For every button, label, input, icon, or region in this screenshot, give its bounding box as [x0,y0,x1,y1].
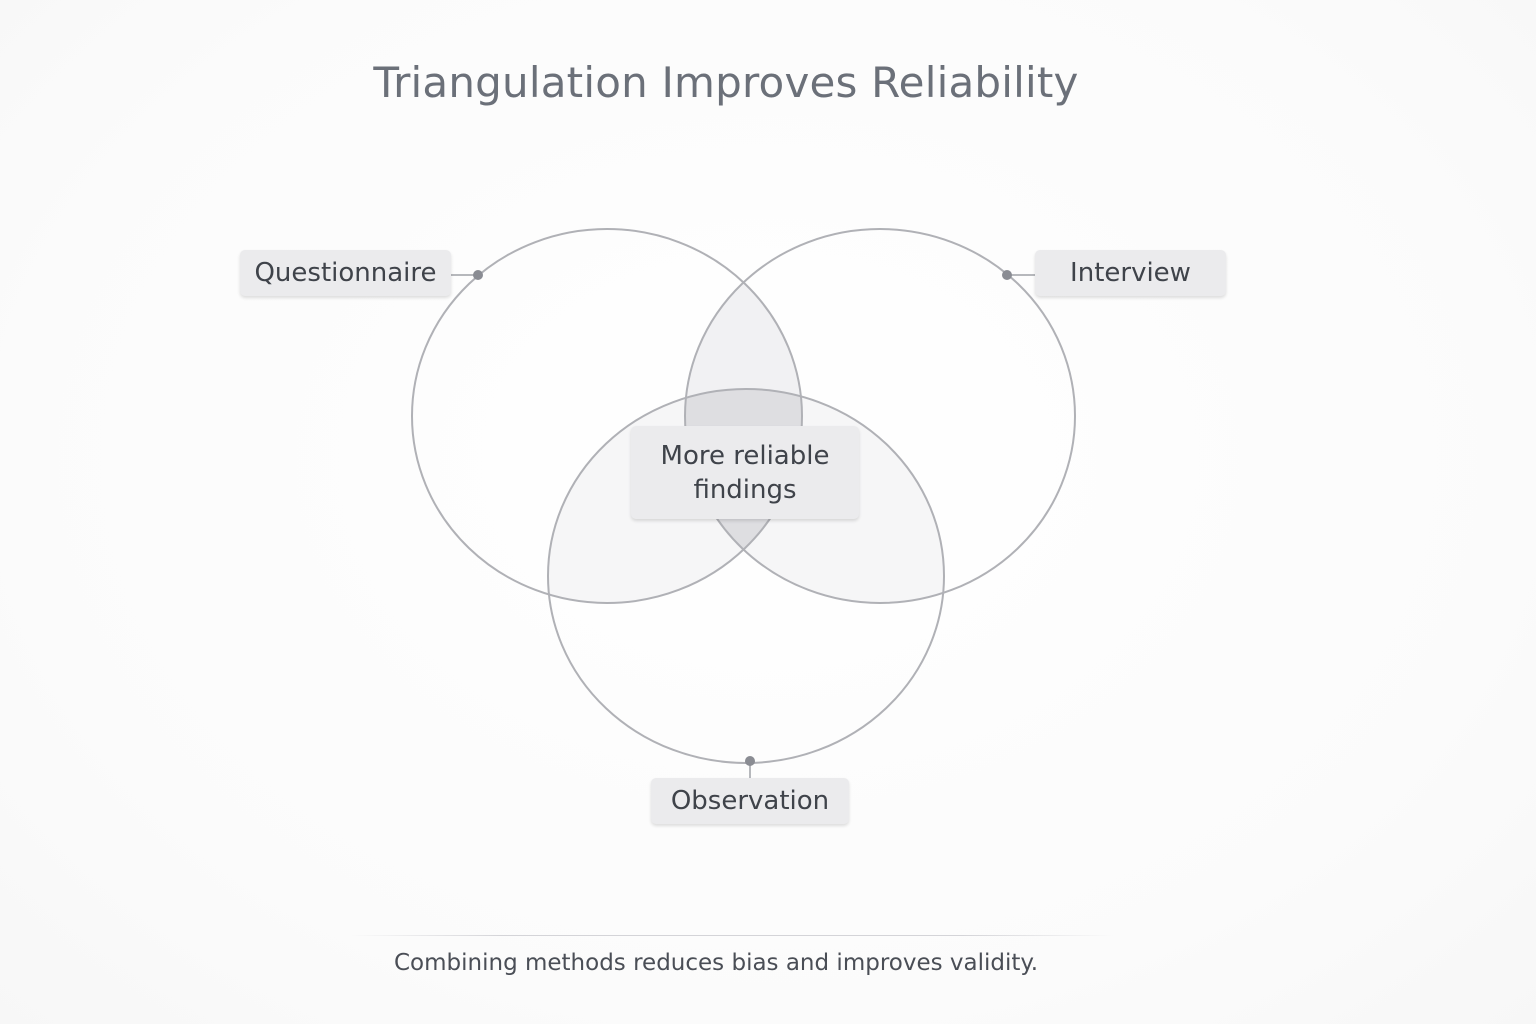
circle-questionnaire [411,228,803,604]
connector-dot-interview [1002,270,1012,280]
page-title: Triangulation Improves Reliability [373,58,1079,107]
caption-divider [350,935,1114,936]
caption-text: Combining methods reduces bias and impro… [394,950,1039,976]
connector-dot-questionnaire [473,270,483,280]
circle-interview [684,228,1076,604]
label-center-result: More reliable findings [631,426,859,519]
connector-dot-observation [745,756,755,766]
label-questionnaire: Questionnaire [240,250,451,296]
label-interview: Interview [1035,250,1226,296]
label-observation: Observation [651,778,849,824]
